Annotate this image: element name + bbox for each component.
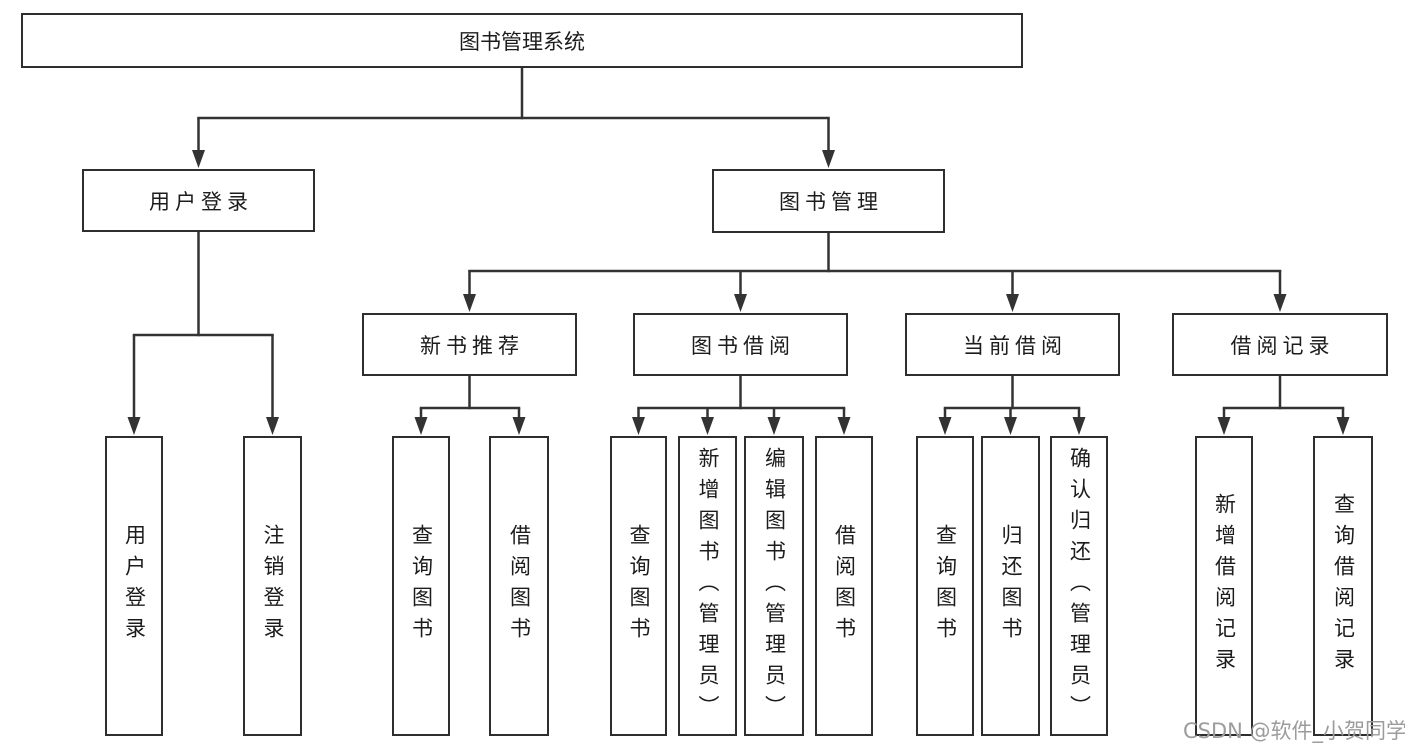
leaf-bb-query-books: 查询图书: [610, 436, 667, 736]
leaf-bb-edit-books-admin: 编辑图书（管理员）: [744, 436, 804, 736]
node-new-book-recommend: 新书推荐: [362, 313, 577, 376]
node-borrowing-records: 借阅记录: [1172, 313, 1388, 376]
connector-bookmgmt-to-level3: [463, 232, 1287, 312]
leaf-br-add-record-label: 新增借阅记录: [1212, 493, 1237, 679]
leaf-user-login-label: 用户登录: [122, 524, 147, 648]
node-current-borrowing-label: 当前借阅: [963, 333, 1067, 358]
leaf-bb-borrow-books-label: 借阅图书: [832, 524, 857, 648]
node-book-management-label: 图书管理: [779, 190, 883, 214]
connector-records-to-leaves: [1217, 375, 1350, 435]
leaf-cb-confirm-return-admin-label: 确认归还（管理员）: [1067, 446, 1092, 726]
leaf-bb-borrow-books: 借阅图书: [815, 436, 873, 736]
connector-newbook-to-leaves: [414, 375, 526, 435]
connector-current-to-leaves: [938, 375, 1086, 435]
leaf-bb-add-books-admin-label: 新增图书（管理员）: [696, 446, 720, 726]
leaf-bb-query-books-label: 查询图书: [627, 524, 651, 648]
leaf-cb-return-books-label: 归还图书: [999, 524, 1023, 648]
leaf-bb-add-books-admin: 新增图书（管理员）: [678, 436, 737, 736]
node-book-management: 图书管理: [712, 169, 945, 233]
csdn-watermark: CSDN @软件_小贺同学: [1183, 719, 1405, 743]
node-book-borrowing-label: 图书借阅: [691, 333, 795, 358]
leaf-br-add-record: 新增借阅记录: [1195, 436, 1253, 736]
node-new-book-recommend-label: 新书推荐: [420, 333, 524, 358]
leaf-br-query-record: 查询借阅记录: [1313, 436, 1373, 736]
leaf-nbr-borrow-books-label: 借阅图书: [507, 524, 532, 648]
leaf-nbr-query-books: 查询图书: [392, 436, 450, 736]
node-user-login-group: 用户登录: [82, 169, 315, 232]
leaf-br-query-record-label: 查询借阅记录: [1331, 493, 1356, 679]
leaf-nbr-borrow-books: 借阅图书: [489, 436, 549, 736]
leaf-nbr-query-books-label: 查询图书: [409, 524, 434, 648]
leaf-logout-login: 注销登录: [243, 436, 302, 736]
leaf-cb-confirm-return-admin: 确认归还（管理员）: [1050, 436, 1108, 736]
node-book-borrowing: 图书借阅: [633, 313, 848, 376]
connector-userlogin-to-leaves: [127, 231, 279, 435]
node-current-borrowing: 当前借阅: [905, 313, 1120, 376]
node-user-login-group-label: 用户登录: [149, 189, 253, 214]
node-borrowing-records-label: 借阅记录: [1230, 333, 1335, 358]
node-root: 图书管理系统: [21, 13, 1023, 68]
leaf-cb-query-books: 查询图书: [916, 436, 974, 736]
node-root-label: 图书管理系统: [459, 29, 585, 54]
connector-borrowing-to-leaves: [632, 375, 851, 435]
leaf-cb-query-books-label: 查询图书: [933, 524, 958, 648]
leaf-bb-edit-books-admin-label: 编辑图书（管理员）: [762, 446, 787, 726]
leaf-cb-return-books: 归还图书: [981, 436, 1040, 736]
leaf-user-login: 用户登录: [105, 436, 163, 736]
connector-root-to-level2: [192, 67, 835, 168]
leaf-logout-login-label: 注销登录: [261, 524, 285, 648]
